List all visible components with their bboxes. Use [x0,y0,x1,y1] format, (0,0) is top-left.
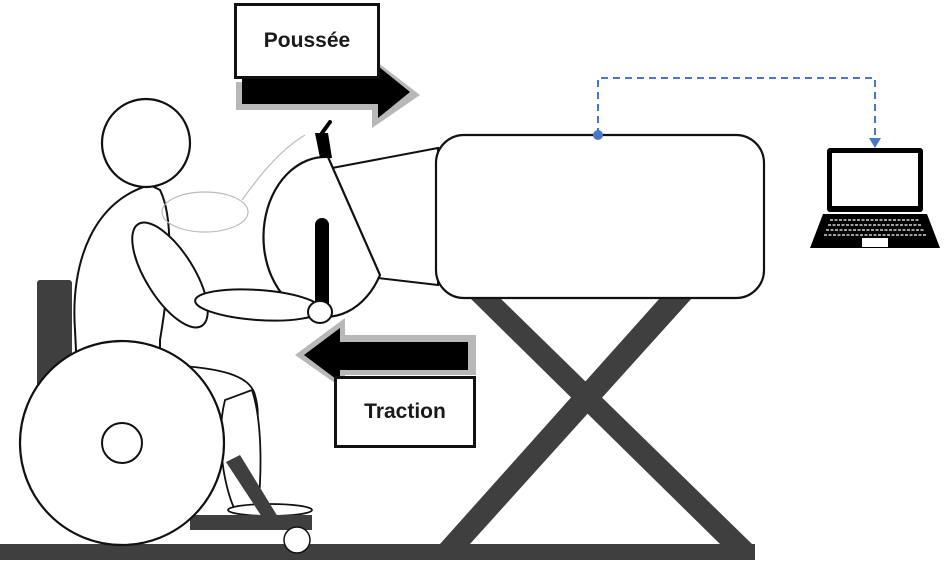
sensor-unit [434,133,766,300]
laptop-icon [810,148,940,248]
push-label: Poussée [234,3,380,79]
data-connection [593,77,881,148]
laptop-keyboard [824,219,926,236]
data-connection-arrowhead [869,138,881,148]
ground-bar [0,544,755,560]
person-far-arm [161,191,249,233]
data-connection-line [597,77,876,140]
person-hand [307,300,333,324]
data-connection-origin-dot [593,130,603,140]
pull-label: Traction [334,376,476,448]
wheelchair-footrest [190,515,312,530]
wheelchair-caster [283,526,311,554]
laptop-trackpad [862,238,888,247]
pull-arrow [295,318,476,390]
person-far-forearm [241,134,306,201]
laptop-screen [832,153,918,206]
person-head [100,97,192,189]
laptop-base [810,214,940,248]
push-arrow-body [242,66,410,118]
scissor-leg-a [470,298,752,544]
wheelchair-hub [101,422,143,464]
person-upper-arm [131,221,209,329]
wheelchair-footrest-strut [226,455,278,517]
ergometer-top-handle-tip [320,120,332,135]
ergometer-top-handle [315,133,332,158]
pull-arrow-body [304,328,468,382]
scissor-lift-stand [440,298,752,544]
scissor-leg-b [440,298,692,544]
